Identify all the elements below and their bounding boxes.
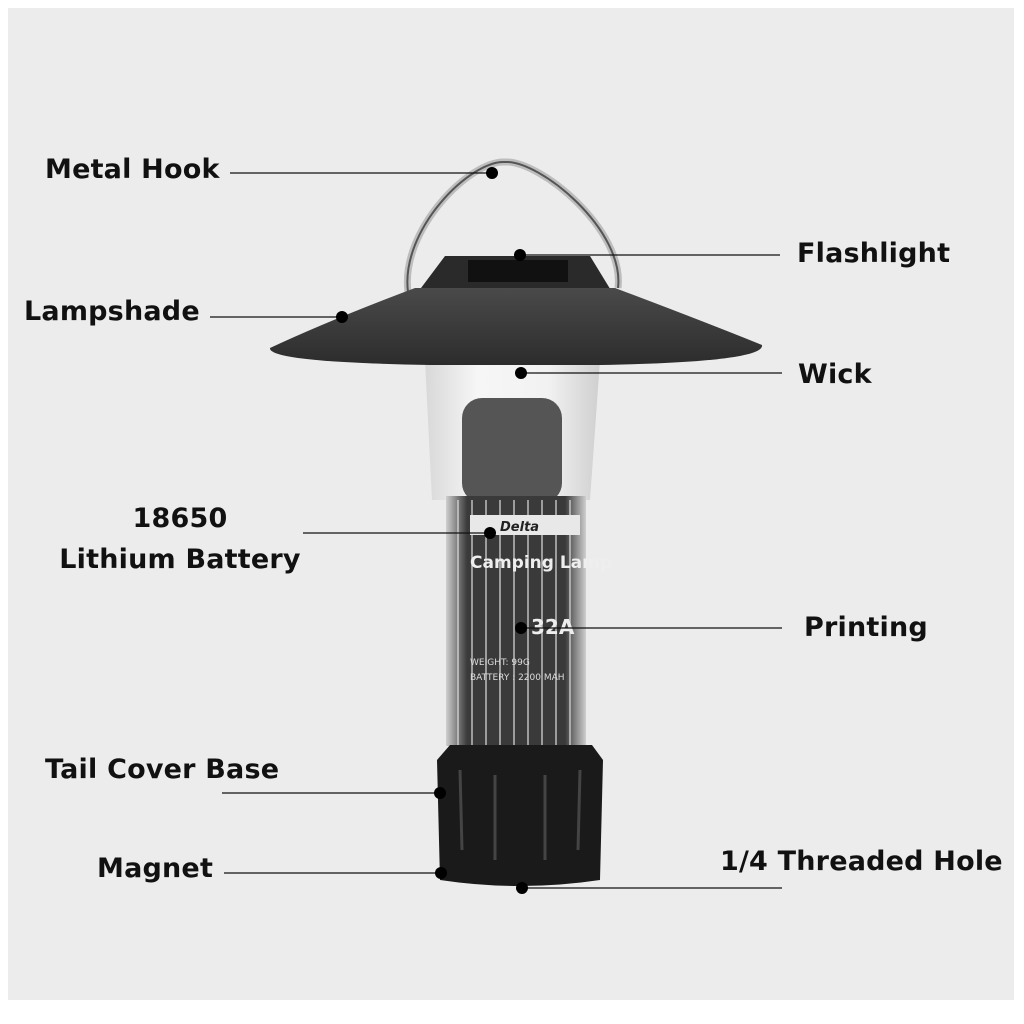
- printing-model: 32A: [531, 615, 575, 639]
- leader-lines: [210, 172, 782, 889]
- tail-cover-base: [437, 745, 603, 886]
- label-threaded-hole: 1/4 Threaded Hole: [720, 846, 1003, 877]
- label-battery-capacity: 18650: [132, 503, 228, 534]
- label-lampshade: Lampshade: [24, 296, 200, 327]
- label-flashlight: Flashlight: [797, 238, 951, 269]
- label-tail-cover-base: Tail Cover Base: [45, 754, 280, 785]
- label-magnet: Magnet: [97, 853, 214, 884]
- label-printing: Printing: [804, 612, 928, 643]
- callout-dots: [336, 167, 528, 894]
- wick: [462, 398, 562, 503]
- battery-tube: [446, 496, 586, 746]
- label-metal-hook: Metal Hook: [45, 154, 220, 185]
- lampshade: [269, 288, 763, 365]
- printing-title: Camping Lamp: [470, 553, 612, 573]
- printing-weight: WEIGHT: 99G: [470, 658, 530, 668]
- printing-battery: BATTERY : 2200 MAH: [470, 673, 565, 683]
- label-battery-type: Lithium Battery: [59, 544, 301, 575]
- printing-brand: Delta: [500, 520, 539, 535]
- label-wick: Wick: [798, 359, 872, 390]
